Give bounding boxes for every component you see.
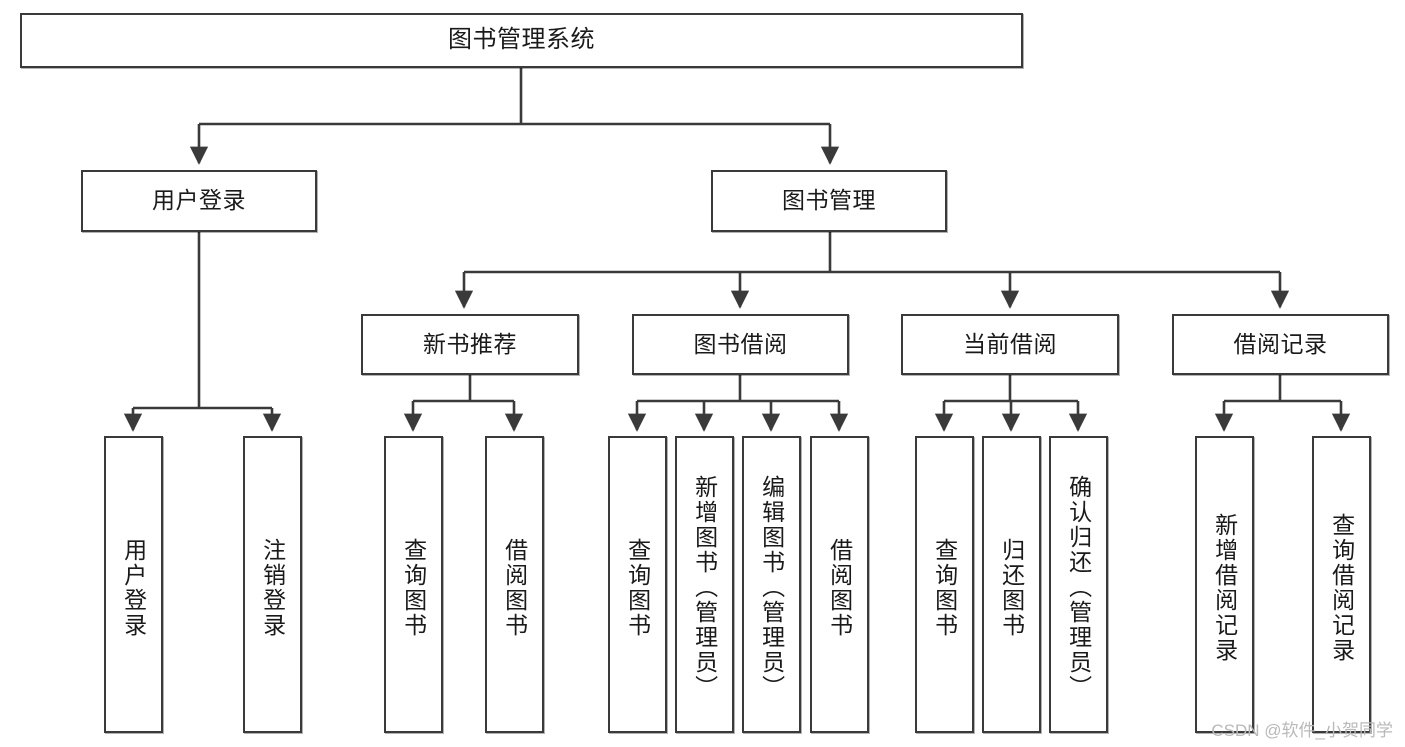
node-borrow-records[interactable]: 借阅记录 [1172,314,1389,375]
leaf-new-book-query[interactable]: 查询图书 [384,436,443,733]
leaf-book-borrow-query[interactable]: 查询图书 [608,436,667,733]
node-label: 借阅图书 [501,537,528,638]
node-label: 归还图书 [998,537,1025,638]
node-label: 确认归还（管理员） [1065,475,1092,700]
node-label: 当前借阅 [963,330,1057,357]
node-label: 用户登录 [152,187,246,214]
node-current-borrow[interactable]: 当前借阅 [901,314,1119,375]
node-user-login[interactable]: 用户登录 [81,170,317,232]
node-label: 用户登录 [120,537,147,638]
leaf-new-book-borrow[interactable]: 借阅图书 [485,436,544,733]
leaf-book-borrow-add[interactable]: 新增图书（管理员） [675,436,734,733]
node-label: 注销登录 [259,537,286,638]
node-label: 借阅记录 [1233,330,1328,357]
leaf-user-login-login[interactable]: 用户登录 [104,436,163,733]
node-label: 图书管理 [782,187,876,214]
node-label: 新增图书（管理员） [691,475,718,700]
node-label: 新书推荐 [423,330,517,357]
leaf-book-borrow-borrow[interactable]: 借阅图书 [810,436,869,733]
leaf-borrow-record-add[interactable]: 新增借阅记录 [1195,436,1254,733]
leaf-current-borrow-confirm-return[interactable]: 确认归还（管理员） [1049,436,1108,733]
node-label: 编辑图书（管理员） [758,475,785,700]
node-label: 查询借阅记录 [1328,512,1355,663]
node-label: 图书借阅 [693,330,788,357]
node-book-borrow[interactable]: 图书借阅 [632,314,849,375]
node-label: 查询图书 [624,537,651,638]
watermark-text: CSDN @软件_小贺同学 [1211,721,1393,740]
node-new-book-recommend[interactable]: 新书推荐 [361,314,579,375]
node-label: 图书管理系统 [448,26,595,54]
node-label: 查询图书 [400,537,427,638]
node-label: 查询图书 [931,537,958,638]
leaf-current-borrow-query[interactable]: 查询图书 [915,436,974,733]
leaf-borrow-record-query[interactable]: 查询借阅记录 [1312,436,1371,733]
node-label: 借阅图书 [826,537,853,638]
node-root-system[interactable]: 图书管理系统 [20,13,1023,68]
leaf-user-login-logout[interactable]: 注销登录 [243,436,302,733]
node-label: 新增借阅记录 [1211,512,1238,663]
leaf-current-borrow-return[interactable]: 归还图书 [982,436,1041,733]
node-book-management[interactable]: 图书管理 [711,170,947,232]
leaf-book-borrow-edit[interactable]: 编辑图书（管理员） [742,436,801,733]
